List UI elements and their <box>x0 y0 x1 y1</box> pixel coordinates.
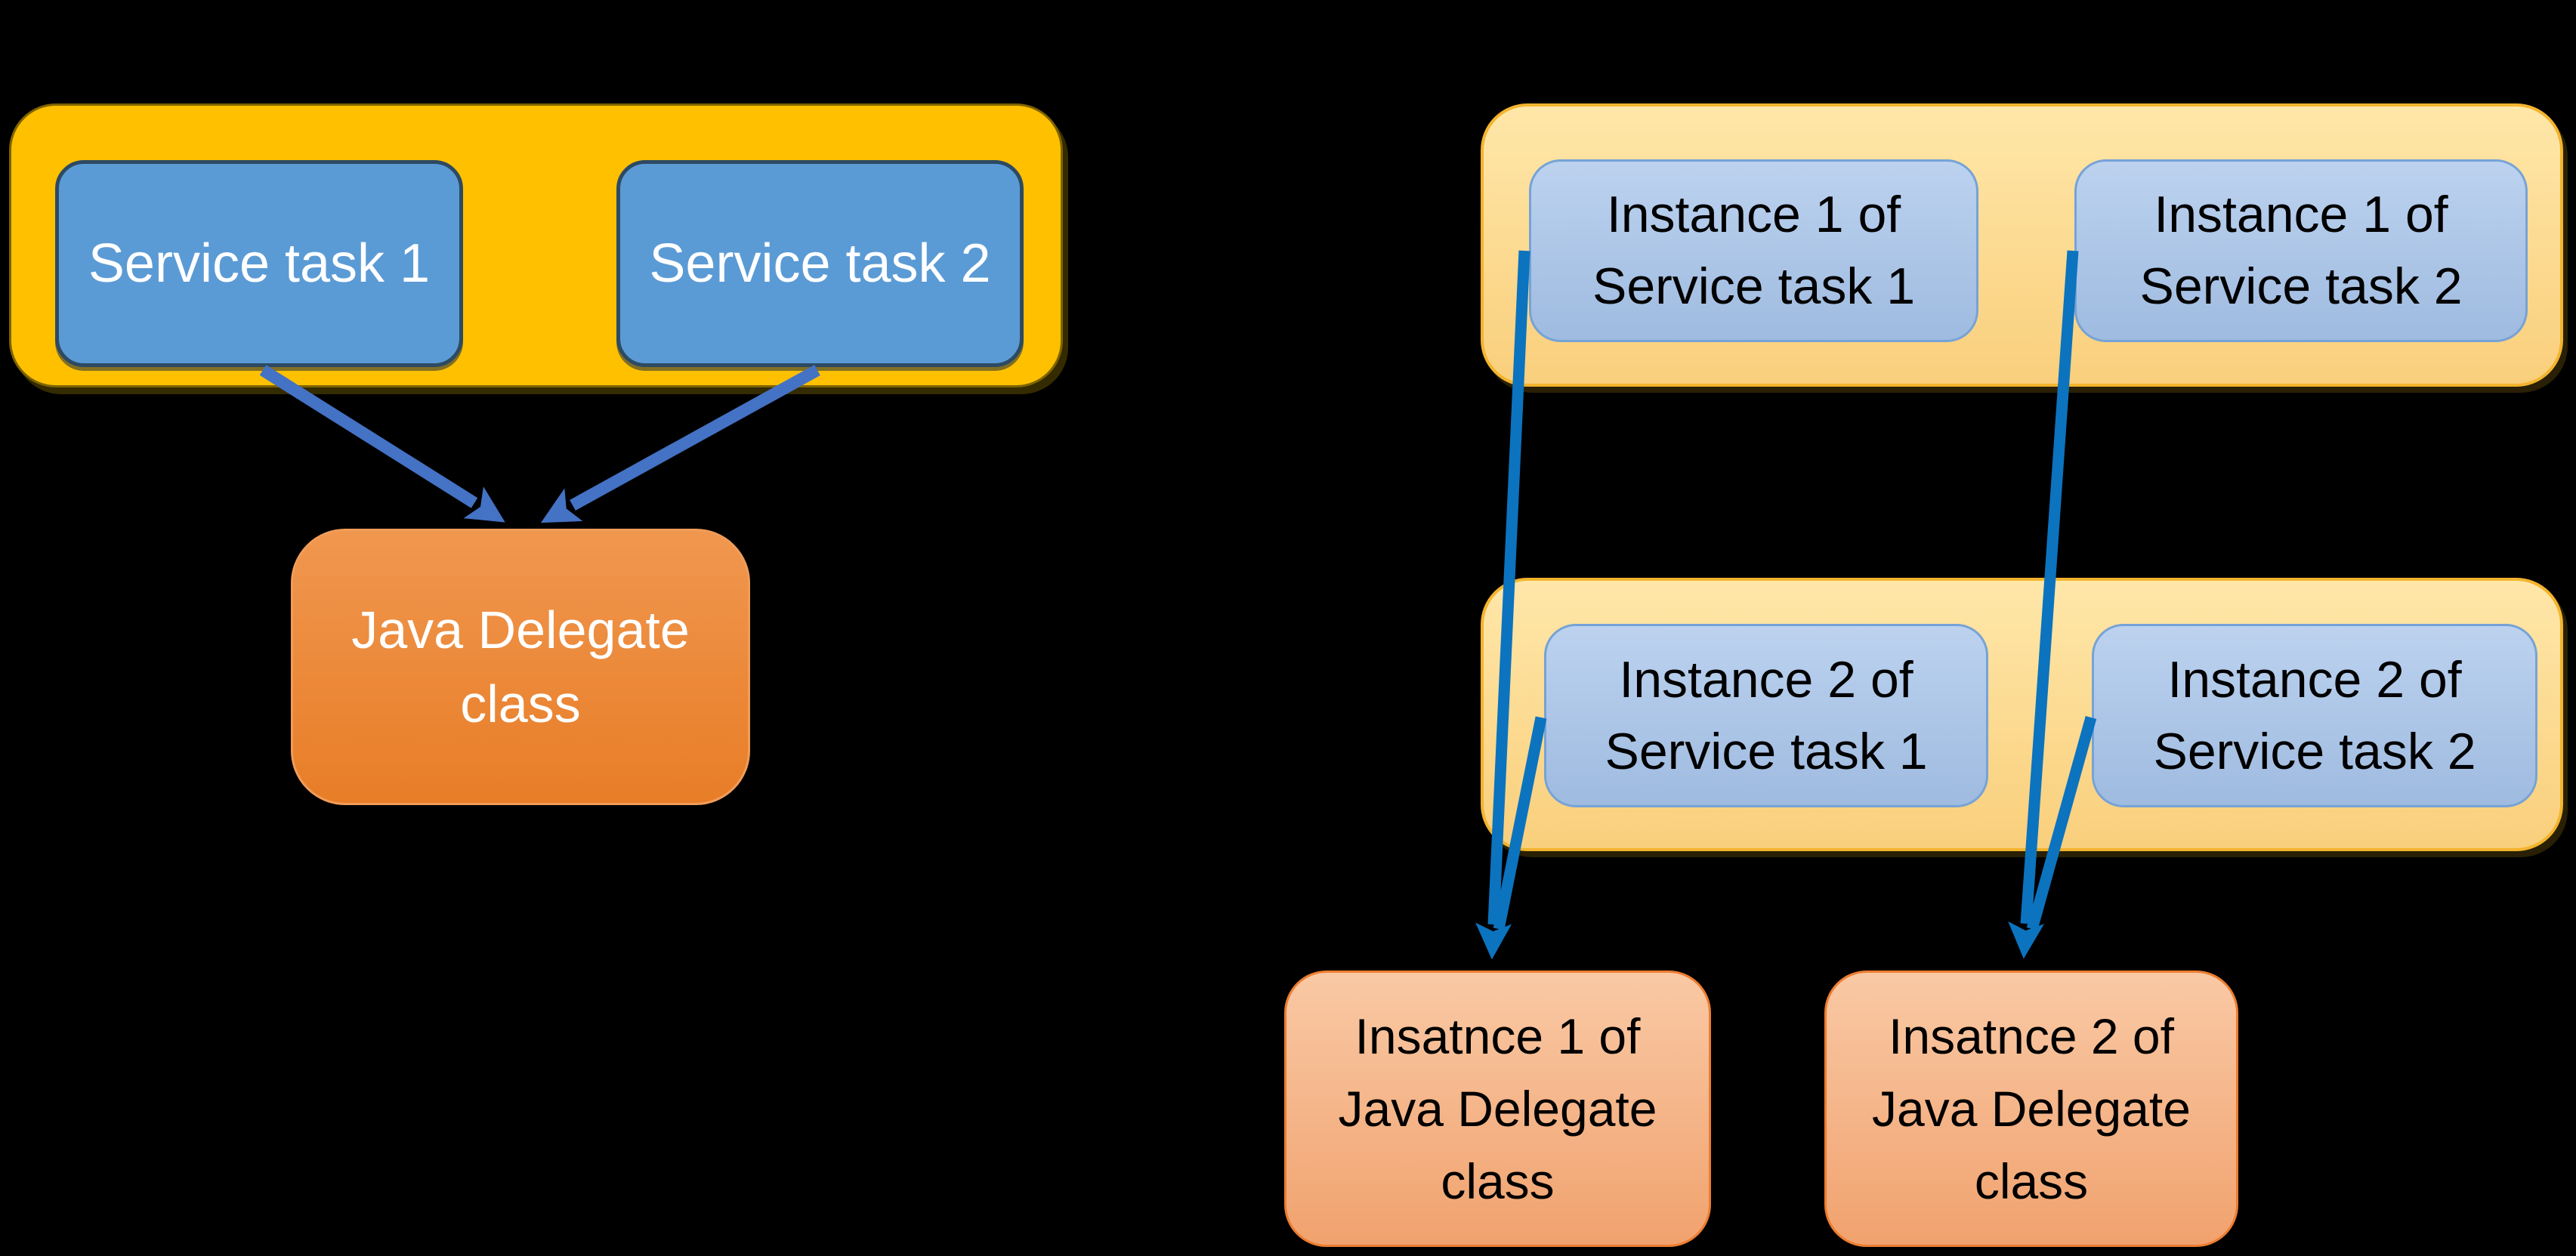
delegate-instance-1-box: Insatnce 1 of Java Delegate class <box>1284 971 1711 1247</box>
delegate-instance-1-line3: class <box>1441 1153 1555 1209</box>
instance-1-task-2-line1: Instance 1 of <box>2154 186 2448 243</box>
arrow-task1-to-delegate <box>259 365 505 523</box>
instance-1-service-task-2-box: Instance 1 of Service task 2 <box>2074 159 2528 342</box>
process-definition-container: Service task 1 Service task 2 <box>9 103 1063 387</box>
java-delegate-class-box: Java Delegate class <box>291 529 750 805</box>
delegate-instance-2-line2: Java Delegate <box>1872 1081 2191 1137</box>
service-task-2-box: Service task 2 <box>616 160 1024 367</box>
service-task-1-box: Service task 1 <box>55 160 463 367</box>
instance-2-task-2-line1: Instance 2 of <box>2167 650 2462 708</box>
delegate-instance-2-line3: class <box>1974 1153 2089 1209</box>
instance-row-2-container: Instance 2 of Service task 1 Instance 2 … <box>1481 578 2563 851</box>
instance-2-service-task-2-box: Instance 2 of Service task 2 <box>2092 624 2537 807</box>
instance-2-task-2-line2: Service task 2 <box>2153 722 2476 780</box>
instance-1-task-1-line2: Service task 1 <box>1592 258 1916 315</box>
delegate-instance-2-line1: Insatnce 2 of <box>1889 1008 2174 1064</box>
delegate-instance-1-line2: Java Delegate <box>1338 1081 1657 1137</box>
instance-1-service-task-1-box: Instance 1 of Service task 1 <box>1529 159 1978 342</box>
delegate-instance-2-box: Insatnce 2 of Java Delegate class <box>1824 971 2238 1247</box>
service-task-1-label: Service task 1 <box>88 233 431 294</box>
delegate-instance-1-line1: Insatnce 1 of <box>1354 1008 1641 1064</box>
instance-2-task-1-line2: Service task 1 <box>1605 722 1928 780</box>
instance-1-task-2-line2: Service task 2 <box>2139 258 2463 315</box>
instance-2-task-1-line1: Instance 2 of <box>1619 650 1913 708</box>
service-task-2-label: Service task 2 <box>649 233 991 294</box>
instance-1-task-1-line1: Instance 1 of <box>1606 186 1901 243</box>
instance-2-service-task-1-box: Instance 2 of Service task 1 <box>1544 624 1988 807</box>
java-delegate-class-line2: class <box>460 674 581 733</box>
java-delegate-class-line1: Java Delegate <box>351 600 690 659</box>
instance-row-1-container: Instance 1 of Service task 1 Instance 1 … <box>1481 103 2563 387</box>
arrow-task2-to-delegate <box>540 364 820 523</box>
